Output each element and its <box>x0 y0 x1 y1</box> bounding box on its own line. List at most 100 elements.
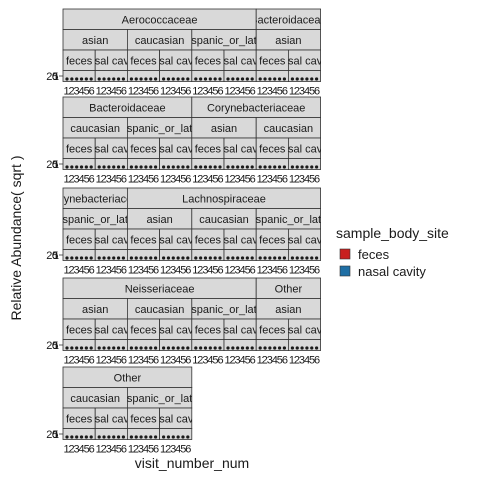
x-tick-label: 4 <box>272 355 278 367</box>
data-point <box>245 346 249 350</box>
data-point <box>245 165 249 169</box>
data-point <box>277 256 282 260</box>
x-tick-label: 5 <box>309 174 315 186</box>
ethnicity-strip-label: hispanic_or_latin <box>183 35 266 47</box>
site-strip-label: nasal cavity <box>147 55 205 67</box>
y-tick-label: 1 <box>53 340 59 352</box>
data-point <box>166 77 171 81</box>
data-point <box>240 165 245 169</box>
data-point <box>226 346 230 350</box>
x-tick-label: 5 <box>277 355 283 367</box>
x-tick-label: 3 <box>138 174 144 186</box>
x-tick-label: 5 <box>245 86 251 98</box>
x-tick-label: 5 <box>180 174 186 186</box>
y-tick-label: 1 <box>53 71 59 83</box>
x-tick-label: 2 <box>133 265 139 277</box>
data-point <box>181 77 185 81</box>
x-tick-label: 5 <box>180 355 186 367</box>
x-tick-label: 5 <box>148 86 154 98</box>
data-point <box>218 256 222 260</box>
x-tick-label: 3 <box>170 355 176 367</box>
x-tick-label: 5 <box>84 355 90 367</box>
x-tick-label: 6 <box>153 86 159 98</box>
data-point <box>144 435 148 439</box>
x-tick-label: 5 <box>116 265 122 277</box>
data-point <box>250 165 254 169</box>
data-point <box>102 77 106 81</box>
x-tick-label: 6 <box>121 86 127 98</box>
data-point <box>273 77 277 81</box>
x-tick-label: 6 <box>250 355 256 367</box>
site-strip-label: nasal cavity <box>83 55 141 67</box>
x-tick-label: 2 <box>68 265 74 277</box>
x-tick-label: 1 <box>224 265 230 277</box>
x-tick-label: 3 <box>267 174 273 186</box>
y-tick-label: 1 <box>53 429 59 441</box>
data-point <box>154 256 158 260</box>
x-tick-label: 2 <box>165 355 171 367</box>
data-point <box>218 346 222 350</box>
site-strip-label: feces <box>259 55 286 67</box>
x-tick-label: 2 <box>165 86 171 98</box>
data-point <box>218 77 222 81</box>
x-tick-label: 4 <box>240 355 246 367</box>
x-tick-label: 4 <box>304 174 310 186</box>
data-point <box>139 346 143 350</box>
x-tick-label: 4 <box>143 444 149 456</box>
data-point <box>250 346 254 350</box>
data-point <box>116 256 121 260</box>
plot-panel <box>287 339 321 351</box>
data-point <box>75 256 79 260</box>
data-point <box>129 165 133 169</box>
data-point <box>162 435 166 439</box>
ethnicity-strip-label: hispanic_or_latin <box>118 393 201 405</box>
data-point <box>149 165 153 169</box>
data-point <box>176 346 180 350</box>
x-tick-label: 6 <box>314 355 320 367</box>
data-point <box>149 77 153 81</box>
x-tick-label: 6 <box>89 265 95 277</box>
plot-panel <box>159 428 193 440</box>
x-tick-label: 4 <box>175 355 181 367</box>
data-point <box>315 346 319 350</box>
data-point <box>79 165 84 169</box>
x-tick-label: 3 <box>235 174 241 186</box>
x-tick-label: 2 <box>197 265 203 277</box>
data-point <box>268 346 272 350</box>
data-point <box>231 165 235 169</box>
x-tick-label: 5 <box>309 265 315 277</box>
x-tick-label: 3 <box>202 265 208 277</box>
data-point <box>199 77 203 81</box>
data-point <box>79 77 84 81</box>
x-tick-label: 4 <box>240 86 246 98</box>
data-point <box>121 346 125 350</box>
x-tick-label: 1 <box>192 86 198 98</box>
data-point <box>89 256 93 260</box>
site-strip-label: nasal cavity <box>276 234 334 246</box>
x-tick-label: 6 <box>250 265 256 277</box>
x-tick-label: 2 <box>68 444 74 456</box>
x-tick-label: 4 <box>111 355 117 367</box>
x-tick-label: 4 <box>272 86 278 98</box>
family-strip-label: Bacteroidaceae <box>89 102 165 114</box>
data-point <box>208 256 212 260</box>
x-tick-label: 6 <box>121 265 127 277</box>
data-point <box>107 256 111 260</box>
data-point <box>70 165 74 169</box>
data-point <box>112 346 116 350</box>
data-point <box>112 165 116 169</box>
x-tick-label: 2 <box>165 444 171 456</box>
x-tick-label: 2 <box>101 86 107 98</box>
data-point <box>102 256 106 260</box>
site-strip-label: nasal cavity <box>83 234 141 246</box>
x-tick-label: 3 <box>267 86 273 98</box>
y-tick-label: 0 <box>52 429 58 441</box>
x-tick-label: 5 <box>180 265 186 277</box>
data-point <box>129 346 133 350</box>
data-point <box>144 346 148 350</box>
x-tick-label: 6 <box>185 86 191 98</box>
